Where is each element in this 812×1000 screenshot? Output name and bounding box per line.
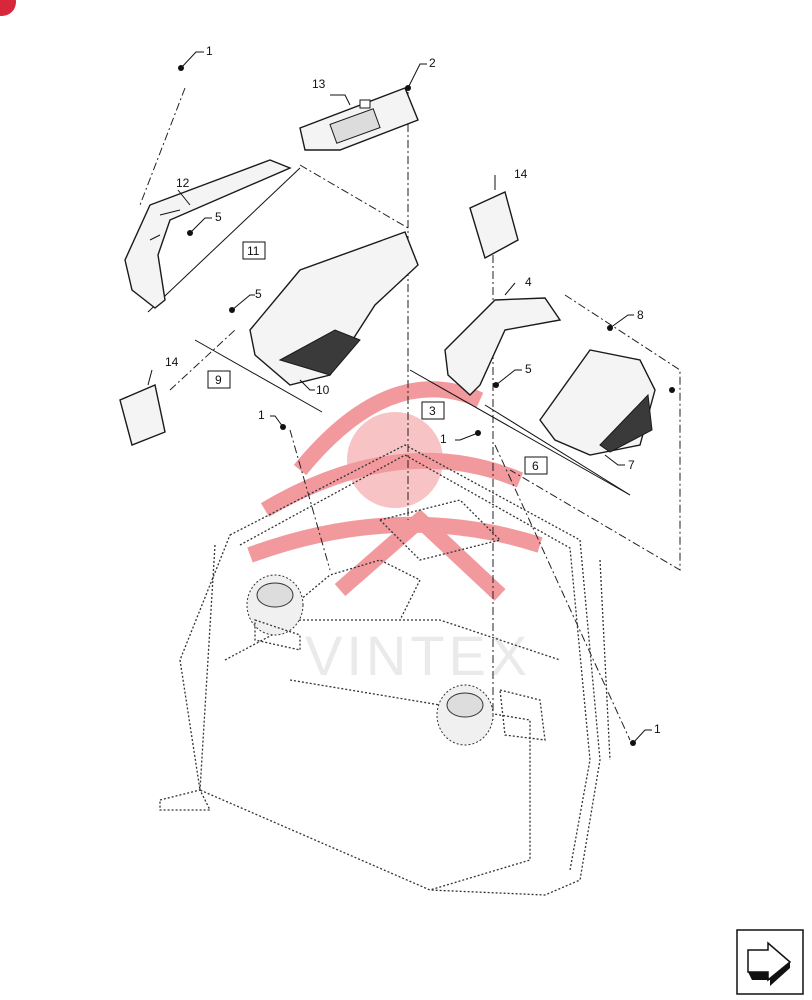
assembly-box-11: 11 <box>242 241 266 260</box>
part-13-dash-panel <box>299 87 419 151</box>
callout-1-left: 1 <box>258 408 265 422</box>
callout-10: 10 <box>316 383 330 397</box>
left-joystick <box>246 574 304 651</box>
assembly-box-3: 3 <box>421 401 445 420</box>
callout-4: 4 <box>525 275 532 289</box>
callout-8: 8 <box>637 308 644 322</box>
assembly-lines <box>147 167 631 496</box>
callout-5-mid-left: 5 <box>255 287 262 301</box>
corner-badge-icon <box>0 0 16 16</box>
svg-text:3: 3 <box>429 404 436 418</box>
assembly-box-6: 6 <box>524 456 548 475</box>
svg-text:11: 11 <box>247 244 260 258</box>
alignment-lines <box>139 87 681 741</box>
watermark-logo: VINTEX <box>247 381 543 687</box>
chassis-frame <box>159 444 611 896</box>
part-14-decal-top <box>469 191 519 260</box>
right-joystick <box>436 684 546 746</box>
svg-text:6: 6 <box>532 459 539 473</box>
callout-1-bottom-right: 1 <box>654 722 661 736</box>
callout-1-center: 1 <box>440 432 447 446</box>
svg-text:9: 9 <box>215 373 222 387</box>
callout-12: 12 <box>176 176 190 190</box>
callout-14-left: 14 <box>165 355 179 369</box>
part-4-bracket <box>444 297 562 396</box>
next-page-arrow-icon[interactable] <box>736 929 804 995</box>
part-10-left-cover <box>249 231 419 386</box>
assembly-box-9: 9 <box>207 370 231 389</box>
part-12-bracket <box>124 159 292 309</box>
callout-13: 13 <box>312 77 326 91</box>
part-14-decal-left <box>119 384 166 446</box>
callout-5-right: 5 <box>525 362 532 376</box>
callout-2: 2 <box>429 56 436 70</box>
callout-7: 7 <box>628 458 635 472</box>
callout-1-top: 1 <box>206 44 213 58</box>
watermark-text: VINTEX <box>305 624 531 687</box>
callout-14-top: 14 <box>514 167 528 181</box>
callout-5-upper-left: 5 <box>215 210 222 224</box>
part-7-right-cover <box>539 349 656 456</box>
callout-leaders <box>147 51 652 744</box>
